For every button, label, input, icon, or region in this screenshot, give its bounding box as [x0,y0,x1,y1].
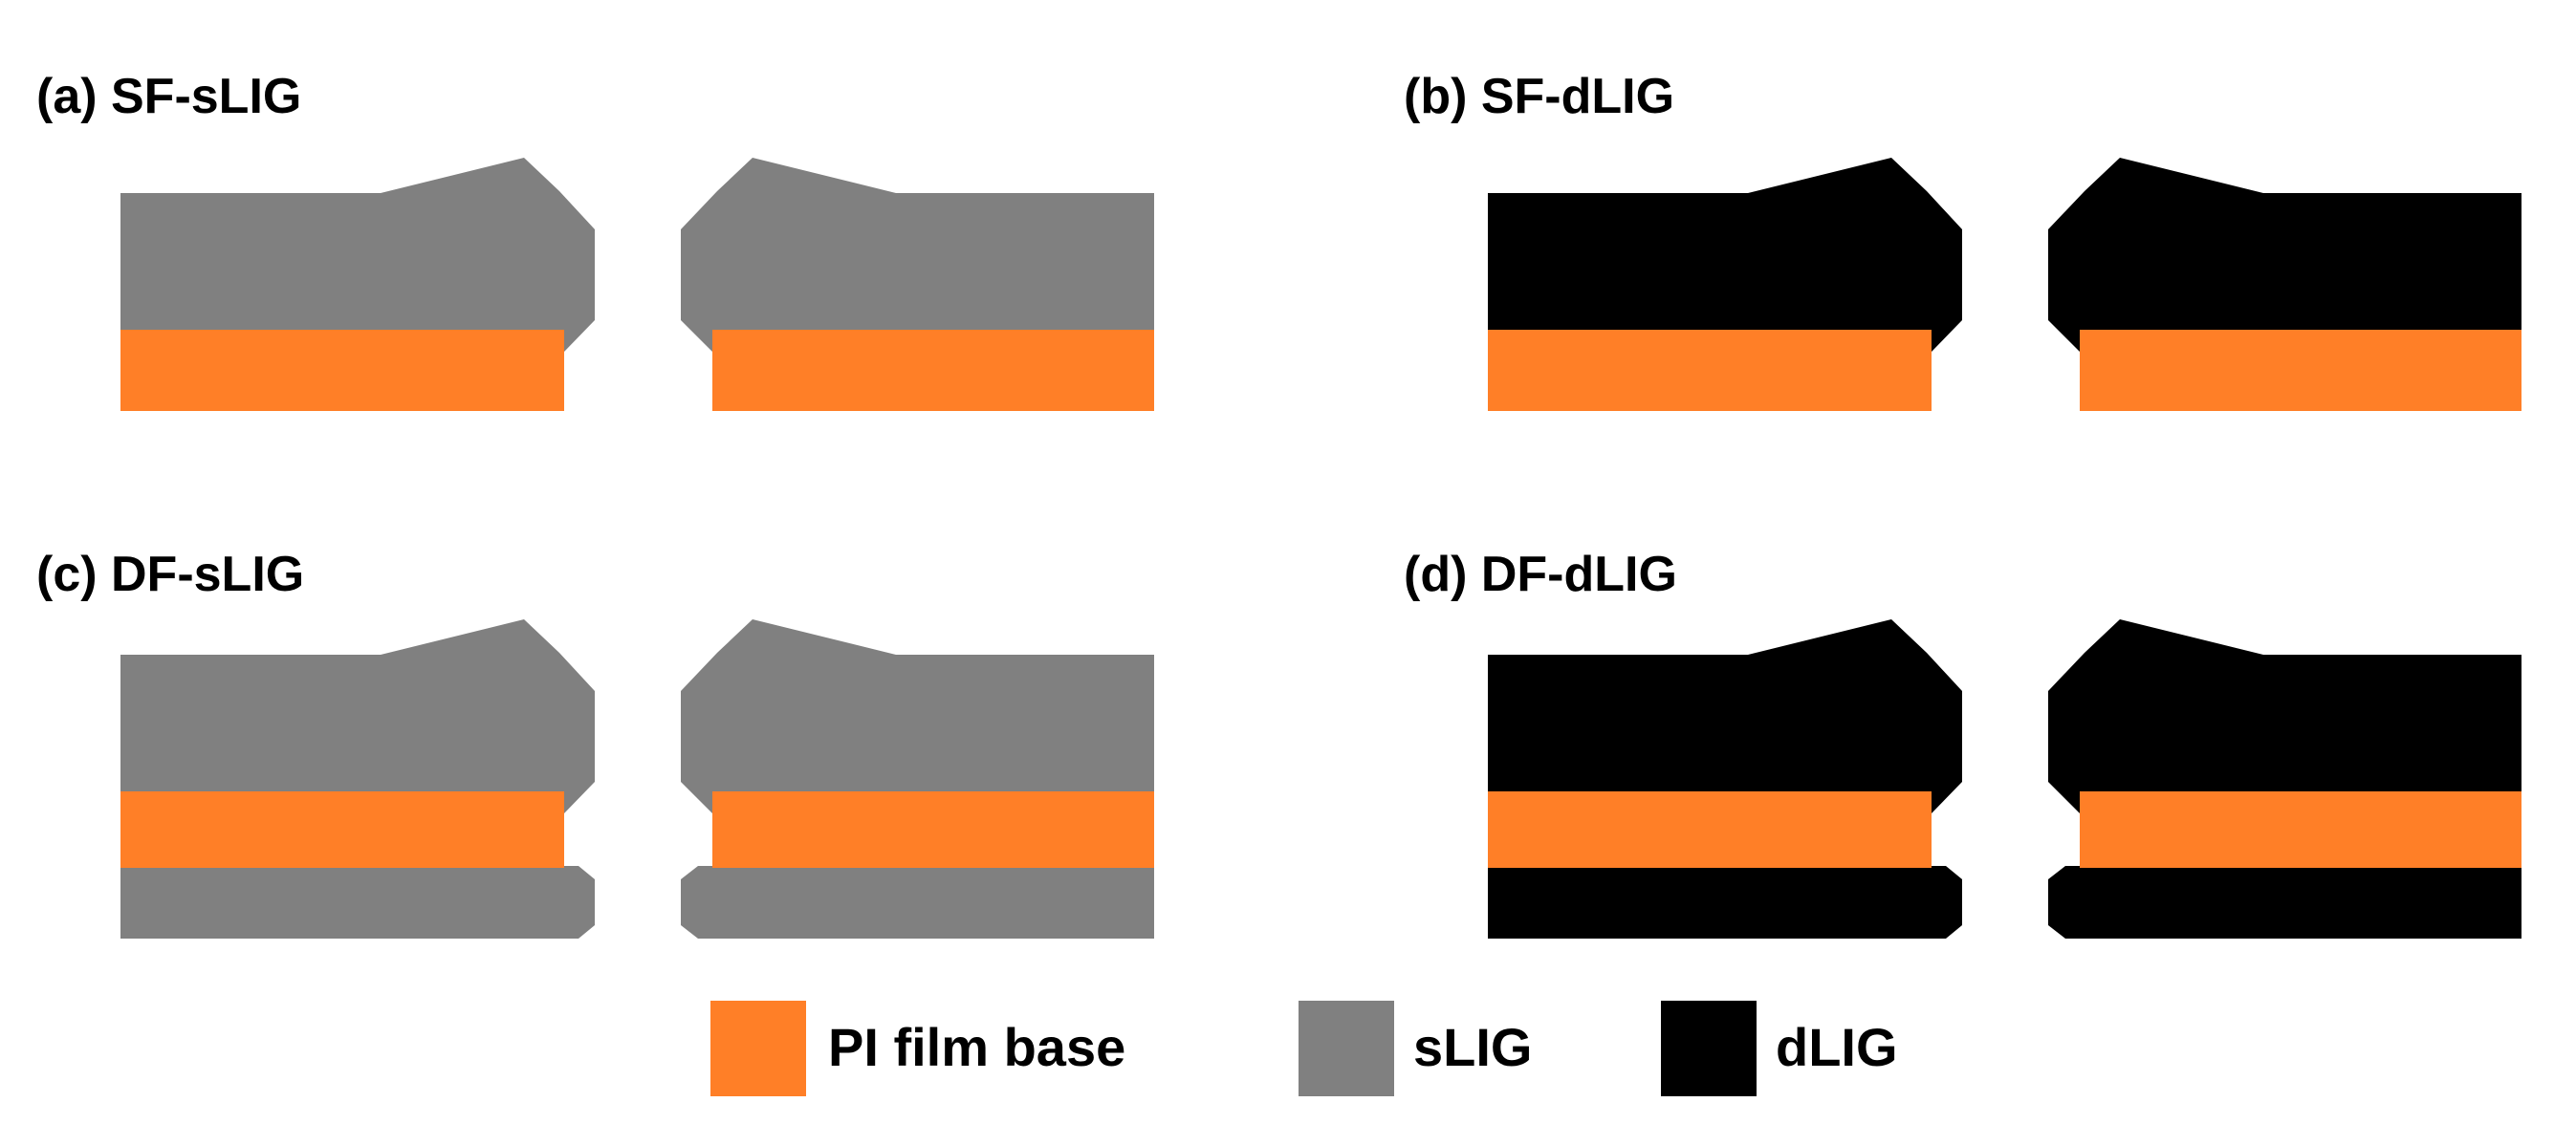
legend-label-slig: sLIG [1413,1017,1532,1077]
legend-swatch-dlig [1661,1001,1757,1096]
legend-label-dlig: dLIG [1776,1017,1898,1077]
legend: PI film base sLIG dLIG [710,1001,1898,1096]
panel-a-pi-film [120,330,1154,411]
right-pi-film [712,330,1154,411]
panel-c-title: (c) DF-sLIG [36,547,304,602]
right-bottom-lig [681,866,1154,939]
left-pi-film [1488,791,1932,868]
legend-swatch-pi-film [710,1001,806,1096]
panel-a: (a) SF-sLIG [36,69,1154,411]
panel-d: (d) DF-dLIG [1404,547,2521,939]
legend-item-pi-film: PI film base [710,1001,1125,1096]
left-bottom-lig [120,866,595,939]
legend-swatch-slig [1299,1001,1394,1096]
panel-c-pi-film [120,791,1154,868]
panel-b-title: (b) SF-dLIG [1404,69,1674,124]
panel-b-pi-film [1488,330,2521,411]
legend-item-dlig: dLIG [1661,1001,1898,1096]
right-pi-film [2080,791,2521,868]
panel-d-pi-film [1488,791,2521,868]
left-pi-film [120,791,564,868]
panel-a-title: (a) SF-sLIG [36,69,301,124]
right-pi-film [712,791,1154,868]
right-bottom-lig [2048,866,2521,939]
panel-b: (b) SF-dLIG [1404,69,2521,411]
left-pi-film [1488,330,1932,411]
legend-label-pi-film: PI film base [828,1017,1125,1077]
legend-item-slig: sLIG [1299,1001,1532,1096]
panel-c: (c) DF-sLIG [36,547,1154,939]
left-bottom-lig [1488,866,1962,939]
left-pi-film [120,330,564,411]
panel-d-title: (d) DF-dLIG [1404,547,1677,602]
right-pi-film [2080,330,2521,411]
